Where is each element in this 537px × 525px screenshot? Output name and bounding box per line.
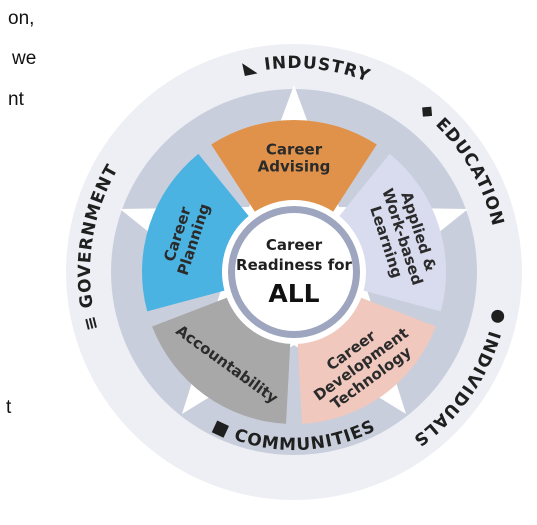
segment-accountability <box>152 297 291 424</box>
segment-applied-work-based-learning <box>339 153 447 312</box>
segment-career-advising <box>211 120 377 212</box>
segment-career-development-technology <box>297 297 436 424</box>
factory-icon: ◣ <box>241 55 266 79</box>
government-building-icon: ≡ <box>78 306 102 332</box>
cropped-text-fragment: nt <box>8 89 24 110</box>
cropped-text-fragment: on, <box>8 8 35 29</box>
people-icon: ● <box>485 307 510 334</box>
center-title-line3: ALL <box>268 279 319 308</box>
center-title-line1: Career <box>266 236 323 254</box>
cropped-text-fragment: t <box>6 397 12 418</box>
center-hub <box>235 213 353 331</box>
center-title-line2: Readiness for <box>236 256 352 274</box>
segment-career-planning <box>142 153 249 312</box>
cropped-text-fragment: we <box>12 48 37 69</box>
